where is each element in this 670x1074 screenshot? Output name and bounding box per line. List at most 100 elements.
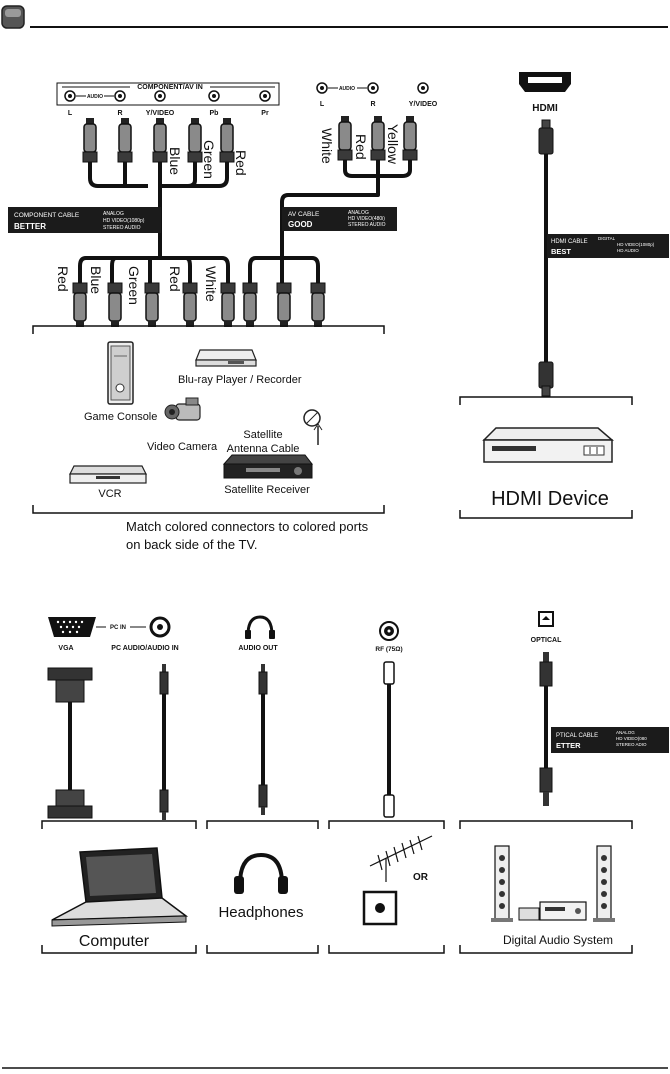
wire-label-bottom-red2: Red xyxy=(167,266,183,292)
wire-label-av-red: Red xyxy=(353,134,369,160)
vga-label: VGA xyxy=(58,645,73,652)
port-jack-y xyxy=(154,90,166,102)
vcr-icon xyxy=(69,465,147,484)
match-note-line-2: on back side of the TV. xyxy=(126,537,258,552)
bluray-icon xyxy=(195,349,257,367)
av-cable-label: AV CABLE GOOD ANALOG HD VIDEO(480i) STER… xyxy=(282,207,397,231)
game-console-icon xyxy=(107,341,134,405)
bluray-label: Blu-ray Player / Recorder xyxy=(178,374,302,386)
vga-cable xyxy=(47,667,93,819)
receiver-icon xyxy=(518,901,587,921)
cable-line: HD VIDEO(480i) xyxy=(348,216,385,222)
cable-line: ANALOG xyxy=(348,210,369,216)
rca-plug xyxy=(276,282,292,328)
rf-cable xyxy=(383,661,395,818)
component-cable-label: COMPONENT CABLE BETTER ANALOG HD VIDEO(1… xyxy=(8,207,161,233)
wire-label-blue: Blue xyxy=(167,147,183,175)
component-cable xyxy=(78,162,230,290)
rca-plug xyxy=(402,115,418,161)
component-header: COMPONENT/AV IN xyxy=(137,84,203,91)
av-port-l: L xyxy=(320,101,325,108)
cable-line: HD VIDEO(080 xyxy=(616,736,647,741)
satellite-receiver-icon xyxy=(222,454,314,479)
cable-title: COMPONENT CABLE xyxy=(14,212,80,219)
satellite-cable-label: Satellite xyxy=(243,429,282,441)
vcr-label: VCR xyxy=(98,488,121,500)
rca-plug xyxy=(182,282,198,328)
av-port-r: R xyxy=(370,101,375,108)
or-label: OR xyxy=(413,872,429,883)
port-jack-r xyxy=(114,90,126,102)
digital-audio-label: Digital Audio System xyxy=(503,933,613,947)
vga-port-icon xyxy=(48,617,96,637)
port-jack-l xyxy=(64,90,76,102)
rca-plug xyxy=(144,282,160,328)
match-note-line-1: Match colored connectors to colored port… xyxy=(126,519,369,534)
rca-plug xyxy=(72,282,88,328)
headphones-port-icon xyxy=(245,615,275,639)
speaker-right-icon xyxy=(593,845,615,922)
hdmi-device-label: HDMI Device xyxy=(491,488,609,510)
cable-line: STEREO AUDIO xyxy=(103,225,141,231)
pc-in-label: PC IN xyxy=(110,625,126,631)
headphones-label: Headphones xyxy=(218,904,303,921)
rf-port-icon xyxy=(379,621,399,641)
hdmi-cable xyxy=(538,119,554,397)
av-jack-r xyxy=(367,82,379,94)
wire-label-bottom-red: Red xyxy=(55,266,71,292)
wire-label-yellow: Yellow xyxy=(385,124,401,165)
cable-line: STEREO AUDIO xyxy=(348,222,386,228)
hdmi-cable-label: HDMI CABLE BEST DIGITAL HD VIDEO(1080p) … xyxy=(547,234,669,258)
av-audio-word: AUDIO xyxy=(339,86,355,92)
pc-audio-cable xyxy=(159,664,169,820)
satellite-receiver-label: Satellite Receiver xyxy=(224,484,310,496)
optical-cable-label: PTICAL CABLE ETTER ANALOG HD VIDEO(080 S… xyxy=(551,727,669,753)
cable-title: HDMI CABLE xyxy=(551,239,588,245)
headphone-cable xyxy=(258,664,268,815)
wire-label-red: Red xyxy=(233,150,249,176)
antenna-icon xyxy=(369,835,433,882)
rf-label: RF (75Ω) xyxy=(375,646,402,653)
laptop-icon xyxy=(51,847,189,927)
port-jack-pr xyxy=(259,90,271,102)
component-port-r: R xyxy=(117,110,122,117)
rca-plug xyxy=(310,282,326,328)
audio-word: AUDIO xyxy=(87,94,103,100)
component-port-pr: Pr xyxy=(261,110,269,117)
port-jack-pb xyxy=(208,90,220,102)
optical-cable xyxy=(539,652,553,806)
game-console-label: Game Console xyxy=(84,411,157,423)
bottom-brackets xyxy=(41,820,633,954)
av-port-y: Y/VIDEO xyxy=(409,101,438,108)
computer-label: Computer xyxy=(79,933,150,950)
wire-label-bottom-green: Green xyxy=(126,266,142,305)
cable-rating: BETTER xyxy=(14,222,46,231)
pc-audio-label: PC AUDIO/AUDIO IN xyxy=(111,645,178,652)
hdmi-label: HDMI xyxy=(532,103,558,114)
audio-out-label: AUDIO OUT xyxy=(238,645,278,652)
component-port-pb: Pb xyxy=(210,110,219,117)
rca-plug xyxy=(220,282,236,328)
satellite-cable-label-2: Antenna Cable xyxy=(227,443,300,455)
component-port-l: L xyxy=(68,110,73,117)
component-av-panel: COMPONENT/AV IN AUDIO L R Y/VIDEO Pb Pr xyxy=(56,82,280,117)
rca-plug xyxy=(117,117,133,163)
cable-line: STEREO ADIO xyxy=(616,742,647,747)
pc-audio-jack-icon xyxy=(149,616,171,638)
device-bracket xyxy=(32,325,385,514)
wire-label-bottom-white: White xyxy=(203,266,219,302)
cable-line: HD VIDEO(1080p) xyxy=(103,218,145,224)
optical-port-icon xyxy=(538,611,554,627)
optical-label: OPTICAL xyxy=(531,637,562,644)
av-jack-y xyxy=(417,82,429,94)
av-jack-l xyxy=(316,82,328,94)
cable-line: ANALOG xyxy=(616,730,635,735)
cable-line: ANALOG xyxy=(103,211,124,217)
speaker-left-icon xyxy=(491,845,513,922)
cable-rating: GOOD xyxy=(288,220,313,229)
wall-outlet-icon xyxy=(362,890,398,926)
av-cable xyxy=(248,160,412,290)
rca-plug xyxy=(370,115,386,161)
satellite-dish-icon xyxy=(303,409,323,445)
